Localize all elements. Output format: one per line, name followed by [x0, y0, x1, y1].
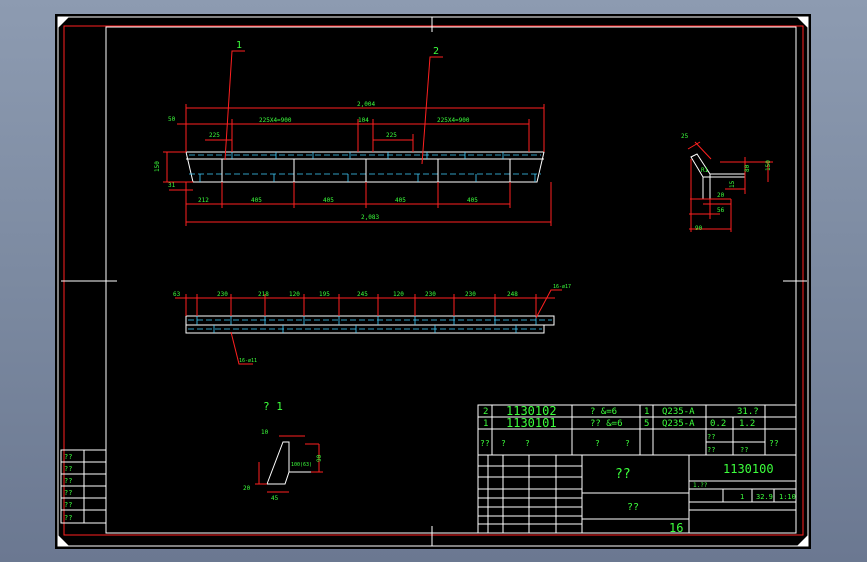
hole-dim-230-c: 230: [465, 291, 476, 298]
cad-viewport[interactable]: 1 2 2,004 50 225 225X4=900 104 225 225X4…: [55, 14, 811, 549]
angle-side: [185, 315, 555, 326]
dim-405-3: 405: [395, 197, 406, 204]
dim-405-1: 405: [251, 197, 262, 204]
left-cell-5: ??: [64, 501, 72, 509]
dim-225x4-b: 225X4=900: [437, 117, 470, 124]
section-view: 25 R1 150 80 15 20 56 90: [681, 133, 773, 232]
bom-no-2: 2: [483, 407, 488, 417]
detail-view: ? 1 10 90 100(63) 20 45: [243, 400, 323, 502]
corner-mark-bl: [58, 535, 69, 546]
callout-2: 2: [433, 46, 439, 57]
bom-mat-1: Q235-A: [662, 419, 695, 429]
detail-label: ? 1: [263, 400, 283, 413]
callout-1: 1: [236, 40, 242, 51]
bom-name-1: ?? &=6: [590, 419, 623, 429]
sec-dim-90: 90: [695, 225, 703, 232]
dim-104: 104: [358, 117, 369, 124]
detail-dim-100: 100(63): [291, 462, 312, 468]
left-cell-4: ??: [64, 489, 72, 497]
bom-hdr-a: ??: [480, 439, 490, 448]
hole-dim-248: 248: [507, 291, 518, 298]
center-label: ??: [627, 502, 639, 513]
detail-dim-90: 90: [316, 454, 323, 462]
bom-hdr-b: ?: [501, 439, 506, 448]
dim-405-4: 405: [467, 197, 478, 204]
dim-225-a: 225: [209, 132, 220, 139]
weight-value: 32.9: [756, 493, 773, 501]
bom-hdr-f: ??: [707, 433, 715, 441]
hole-note-left: 16-ø11: [239, 358, 257, 364]
bom-qty-2: 1: [644, 407, 649, 417]
title-block-lines: [477, 404, 797, 534]
detail-dim-20: 20: [243, 485, 251, 492]
cad-drawing: 1 2 2,004 50 225 225X4=900 104 225 225X4…: [57, 16, 809, 547]
hole-dim-63: 63: [173, 291, 181, 298]
sec-dim-15: 15: [729, 180, 736, 188]
sheet-number: 16: [669, 521, 683, 535]
bom-no-1: 1: [483, 419, 488, 429]
bom-name-2: ? &=6: [590, 407, 617, 417]
bom-code-2: 1130102: [506, 404, 557, 418]
sec-r1: R1: [701, 167, 709, 174]
hole-dim-245: 245: [357, 291, 368, 298]
left-table: [60, 449, 107, 524]
dim-225x4-a: 225X4=900: [259, 117, 292, 124]
left-cell-1: ??: [64, 453, 72, 461]
top-view: 1 2 2,004 50 225 225X4=900 104 225 225X4…: [154, 40, 552, 226]
dim-212: 212: [198, 197, 209, 204]
dim-overall-bottom: 2,083: [361, 214, 379, 221]
dim-225-b: 225: [386, 132, 397, 139]
hole-dim-230-b: 230: [425, 291, 436, 298]
angle-body: [185, 151, 545, 183]
leader-1: [224, 50, 245, 161]
bom-code-1: 1130101: [506, 416, 557, 430]
corner-mark-br: [797, 535, 808, 546]
hole-dim-218: 218: [258, 291, 269, 298]
bom-hdr-g: ??: [707, 446, 715, 454]
title-text: ??: [615, 467, 631, 482]
dim-405-2: 405: [323, 197, 334, 204]
bom-total-1: 1.2: [739, 419, 755, 429]
sec-dim-20: 20: [717, 192, 725, 199]
dim-31: 31: [168, 182, 176, 189]
stage-label: 1.??: [693, 482, 708, 489]
bom-hdr-h: ??: [740, 446, 748, 454]
detail-plate: [266, 441, 290, 485]
left-cell-2: ??: [64, 465, 72, 473]
bom-hdr-e: ?: [625, 439, 630, 448]
hole-dim-120-b: 120: [393, 291, 404, 298]
bom-mat-2: Q235-A: [662, 407, 695, 417]
detail-dim-45: 45: [271, 495, 279, 502]
bom-qty-1: 5: [644, 419, 649, 429]
corner-mark-tr: [797, 17, 808, 28]
corner-mark-tl: [58, 17, 69, 28]
scale-value: 1: [740, 493, 744, 501]
bom-hdr-d: ?: [595, 439, 600, 448]
sec-dim-25: 25: [681, 133, 689, 140]
bom-unit-1: 0.2: [710, 419, 726, 429]
bom-hdr-i: ??: [769, 439, 779, 448]
detail-dim-10: 10: [261, 429, 269, 436]
sec-dim-150: 150: [765, 160, 772, 171]
ratio-value: 1:10: [779, 493, 796, 501]
hole-note-right: 16-ø17: [553, 284, 571, 290]
dim-50: 50: [168, 116, 176, 123]
sec-dim-56: 56: [717, 207, 725, 214]
bom-wt-2: 31.?: [737, 407, 759, 417]
red-border: [63, 25, 804, 536]
hole-dim-120-a: 120: [289, 291, 300, 298]
drawing-number: 1130100: [723, 462, 774, 476]
hole-dim-195: 195: [319, 291, 330, 298]
leader-2: [421, 56, 443, 165]
hole-view: 63 230 218 120 195 245 120 230 230 248 1…: [173, 284, 571, 365]
sec-dim-80: 80: [744, 164, 751, 172]
left-cell-6: ??: [64, 514, 72, 522]
outer-border: [57, 16, 809, 547]
dim-height-150: 150: [154, 161, 161, 172]
dim-overall-top: 2,004: [357, 101, 375, 108]
drawing-border: [105, 26, 797, 534]
hole-dim-230-a: 230: [217, 291, 228, 298]
bom-hdr-c: ?: [525, 439, 530, 448]
left-cell-3: ??: [64, 477, 72, 485]
